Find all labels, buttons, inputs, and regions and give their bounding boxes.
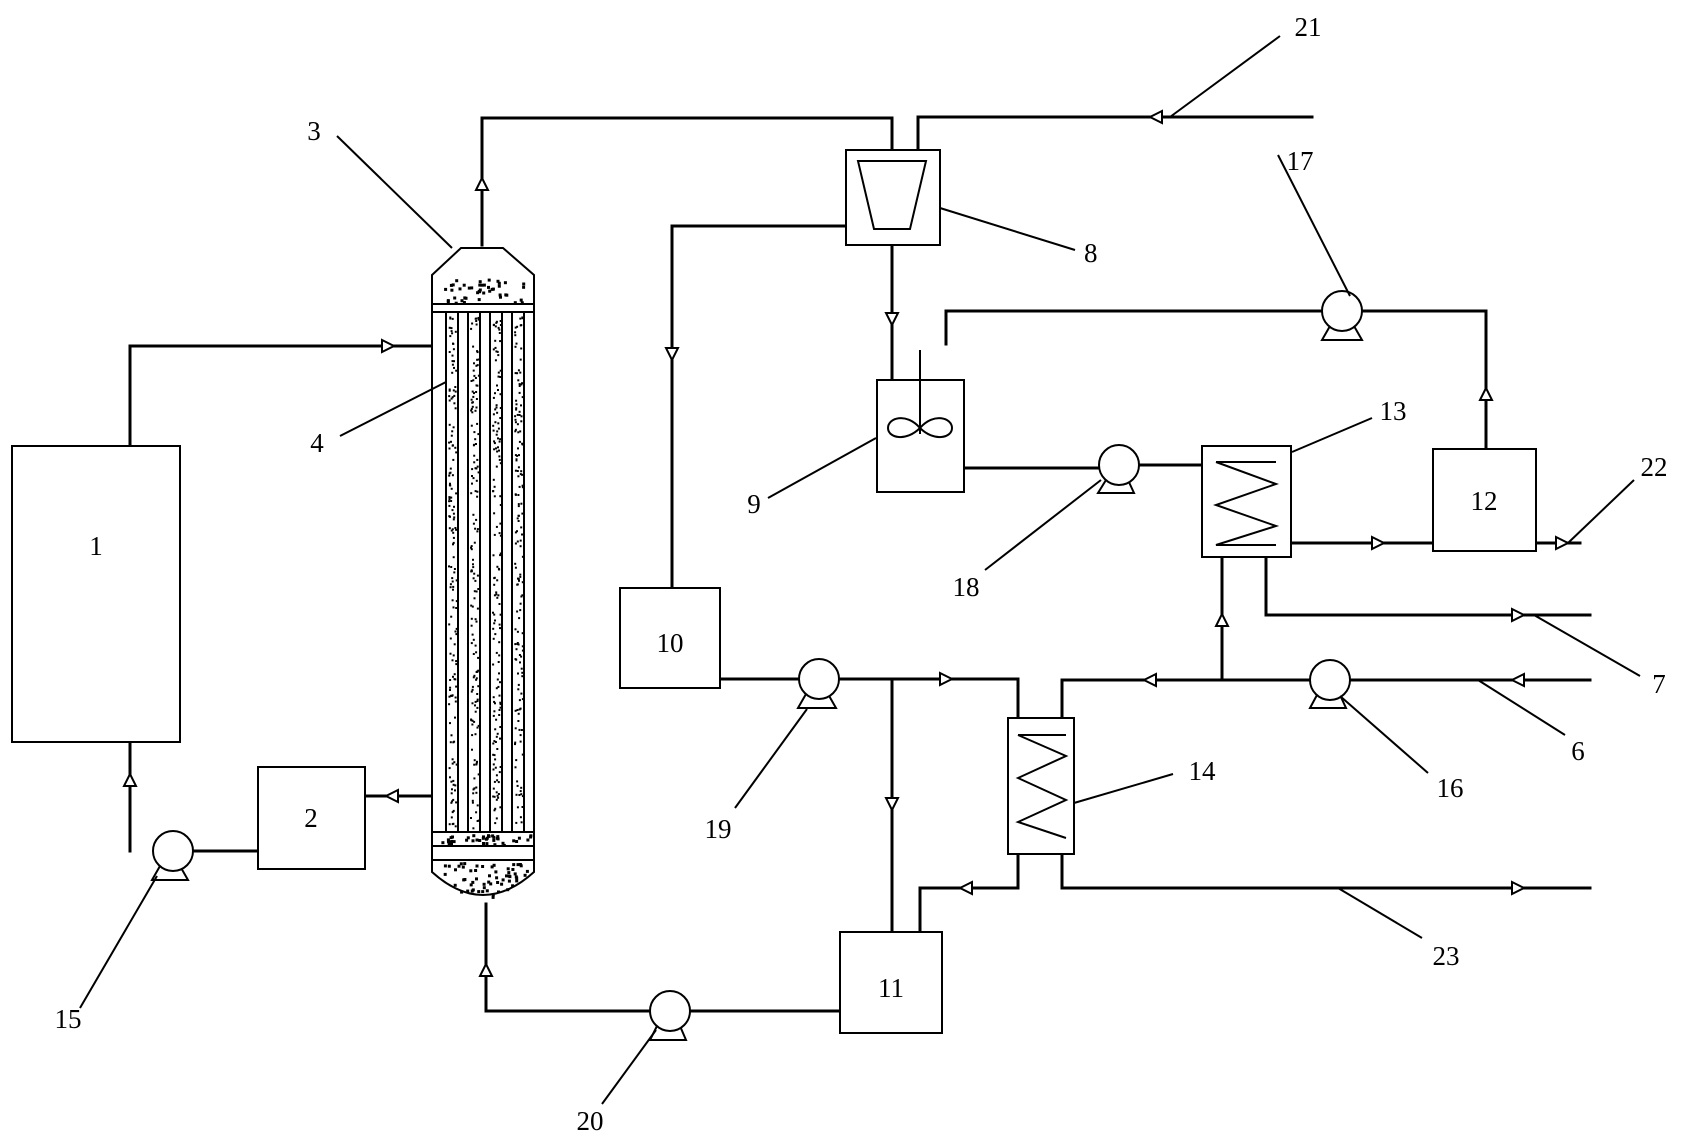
box-10 — [619, 587, 721, 689]
label-9: 9 — [747, 489, 761, 519]
label-13: 13 — [1380, 396, 1407, 426]
mixer-9 — [876, 350, 965, 493]
label-20: 20 — [577, 1106, 604, 1136]
heat-exchanger-14 — [1007, 717, 1075, 855]
label-8: 8 — [1084, 238, 1098, 268]
reactor-column — [431, 247, 535, 899]
label-23: 23 — [1433, 941, 1460, 971]
pipe-12-to-pump17-to-9 — [944, 309, 1488, 451]
pipe-pump19-to-14 — [839, 677, 1020, 720]
separator-8 — [845, 149, 941, 246]
label-4: 4 — [310, 428, 324, 458]
arrow-right — [1511, 880, 1527, 896]
label-17: 17 — [1287, 146, 1314, 176]
arrow-right — [1371, 535, 1387, 551]
box-12 — [1432, 448, 1537, 552]
arrow-right — [1511, 607, 1527, 623]
box-2 — [257, 766, 366, 870]
arrow-up — [122, 771, 138, 787]
label-14: 14 — [1189, 756, 1217, 786]
label-19: 19 — [705, 814, 732, 844]
arrow-down — [664, 347, 680, 363]
pump-20 — [648, 990, 691, 1041]
arrow-left — [1141, 672, 1157, 688]
pipelines — [128, 115, 1592, 1013]
pipe-21-to-8 — [916, 115, 1314, 152]
label-15: 15 — [55, 1004, 82, 1034]
arrow-right — [1555, 535, 1571, 551]
pipe-14-to-23 — [1060, 852, 1592, 890]
label-7: 7 — [1652, 669, 1666, 699]
arrow-down — [884, 312, 900, 328]
label-10: 10 — [657, 628, 684, 658]
arrow-up — [1214, 611, 1230, 627]
label-21: 21 — [1295, 12, 1322, 42]
pipe-1-to-column — [128, 344, 438, 448]
label-3: 3 — [307, 116, 321, 146]
arrow-left — [1509, 672, 1525, 688]
label-6: 6 — [1571, 736, 1585, 766]
pipe-13-to-7 — [1264, 555, 1592, 617]
label-11: 11 — [878, 973, 904, 1003]
label-16: 16 — [1437, 773, 1464, 803]
pipe-8-to-10 — [670, 224, 848, 590]
catalyst-particles — [441, 278, 533, 899]
pump-18 — [1096, 444, 1140, 494]
arrow-up — [474, 175, 490, 191]
arrow-up — [1478, 385, 1494, 401]
labels: 1 2 3 4 6 7 8 9 10 11 12 13 14 15 16 17 … — [55, 12, 1668, 1136]
arrow-up — [478, 961, 494, 977]
leader-lines — [79, 35, 1641, 1105]
label-1: 1 — [89, 531, 103, 561]
box-11 — [839, 931, 943, 1034]
arrow-right — [381, 338, 397, 354]
pump-15 — [150, 830, 194, 881]
label-12: 12 — [1471, 486, 1498, 516]
tank-1 — [11, 445, 181, 743]
pipe-pump16-to-14 — [1060, 678, 1310, 720]
heat-exchanger-13 — [1201, 445, 1292, 558]
arrow-down — [884, 797, 900, 813]
arrow-left — [1147, 109, 1163, 125]
arrow-left — [957, 880, 973, 896]
arrow-right — [939, 671, 955, 687]
flow-arrows — [122, 109, 1571, 977]
arrow-left — [383, 788, 399, 804]
label-22: 22 — [1641, 452, 1668, 482]
label-2: 2 — [304, 803, 318, 833]
pump-19 — [796, 658, 840, 709]
pump-16 — [1308, 659, 1351, 709]
pump-17 — [1320, 290, 1364, 341]
pipe-pump20-to-column — [484, 902, 650, 1013]
label-18: 18 — [953, 572, 980, 602]
